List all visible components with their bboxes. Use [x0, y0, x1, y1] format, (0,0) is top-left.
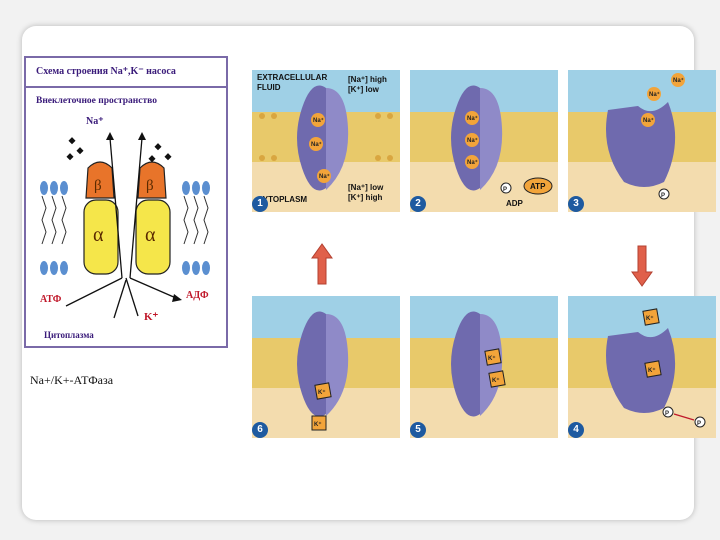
panel-step-5: K⁺ K⁺ 5	[410, 296, 558, 438]
pump-structure-scheme: Схема строения Na⁺,K⁻ насоса Внеклеточно…	[24, 56, 228, 348]
svg-text:Na⁺: Na⁺	[673, 77, 684, 84]
svg-text:K⁺: K⁺	[492, 377, 500, 384]
svg-text:Na⁺: Na⁺	[313, 117, 324, 124]
panel-step-2: Na⁺ Na⁺ Na⁺ P ATP ADP 2	[410, 70, 558, 212]
step-number-2: 2	[410, 196, 426, 212]
step-number-3: 3	[568, 196, 584, 212]
svg-text:K⁺: K⁺	[314, 421, 322, 428]
k-high-label: [K⁺] high	[348, 193, 383, 202]
step-number-6: 6	[252, 422, 268, 438]
step-number-1: 1	[252, 196, 268, 212]
adp-label: ADP	[506, 199, 524, 208]
panel-step-4: K⁺ K⁺ P P 4	[568, 296, 716, 438]
na-high-label: [Na⁺] high	[348, 75, 387, 84]
svg-text:K⁺: K⁺	[488, 355, 496, 362]
k-low-label: [K⁺] low	[348, 85, 380, 94]
na-low-label: [Na⁺] low	[348, 183, 384, 192]
svg-text:Na⁺: Na⁺	[467, 159, 478, 166]
adp-label: АДФ	[186, 290, 209, 301]
panel-step-6: K⁺ K⁺ 6	[252, 296, 400, 438]
svg-text:K⁺: K⁺	[648, 367, 656, 374]
svg-text:Na⁺: Na⁺	[319, 173, 330, 180]
panel-step-3: Na⁺ Na⁺ Na⁺ P 3	[568, 70, 716, 212]
alpha-label-right: α	[145, 224, 155, 247]
scheme-cytoplasm-label: Цитоплазма	[44, 330, 94, 340]
svg-text:P: P	[503, 187, 507, 193]
scheme-caption: Na+/K+-АТФаза	[30, 373, 113, 388]
extracellular-label: EXTRACELLULAR	[257, 73, 327, 82]
atp-label: АТФ	[40, 294, 61, 305]
fluid-label: FLUID	[257, 83, 281, 92]
panel-step-1: EXTRACELLULAR FLUID [Na⁺] high [K⁺] low …	[252, 70, 400, 212]
atp-label: ATP	[530, 182, 546, 191]
step-number-5: 5	[410, 422, 426, 438]
svg-text:K⁺: K⁺	[646, 315, 654, 322]
svg-text:Na⁺: Na⁺	[643, 117, 654, 124]
svg-text:Na⁺: Na⁺	[467, 137, 478, 144]
beta-label-right: β	[146, 178, 154, 195]
k-label: K⁺	[144, 310, 158, 323]
svg-text:P: P	[665, 411, 669, 417]
svg-text:K⁺: K⁺	[318, 389, 326, 396]
alpha-label-left: α	[93, 224, 103, 247]
svg-text:Na⁺: Na⁺	[649, 91, 660, 98]
svg-text:Na⁺: Na⁺	[467, 115, 478, 122]
svg-text:P: P	[697, 421, 701, 427]
beta-label-left: β	[94, 178, 102, 195]
svg-text:P: P	[661, 193, 665, 199]
svg-text:Na⁺: Na⁺	[311, 141, 322, 148]
step-number-4: 4	[568, 422, 584, 438]
